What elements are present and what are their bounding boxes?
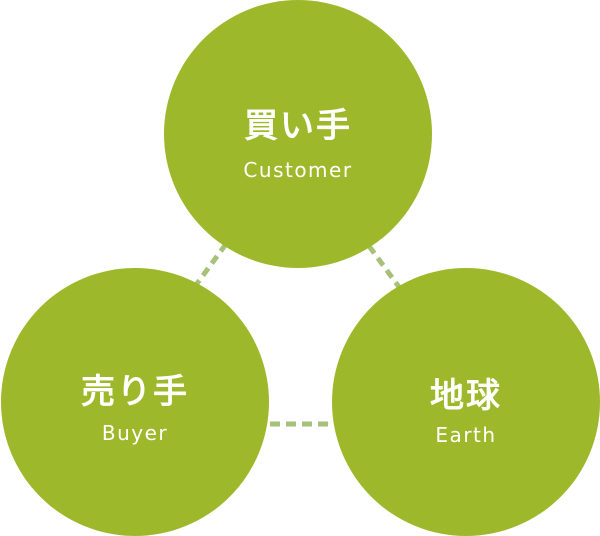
connector-customer-buyer <box>193 242 229 287</box>
buyer-node: 売り手 Buyer <box>1 268 269 536</box>
customer-node: 買い手 Customer <box>164 0 432 268</box>
buyer-label-jp: 売り手 <box>81 372 189 412</box>
earth-label-en: Earth <box>435 423 497 447</box>
connector-customer-earth <box>366 244 402 289</box>
customer-label-jp: 買い手 <box>244 106 352 146</box>
earth-label-jp: 地球 <box>430 376 502 416</box>
earth-node: 地球 Earth <box>332 268 600 536</box>
buyer-label-en: Buyer <box>101 421 169 445</box>
customer-label-en: Customer <box>243 158 353 182</box>
